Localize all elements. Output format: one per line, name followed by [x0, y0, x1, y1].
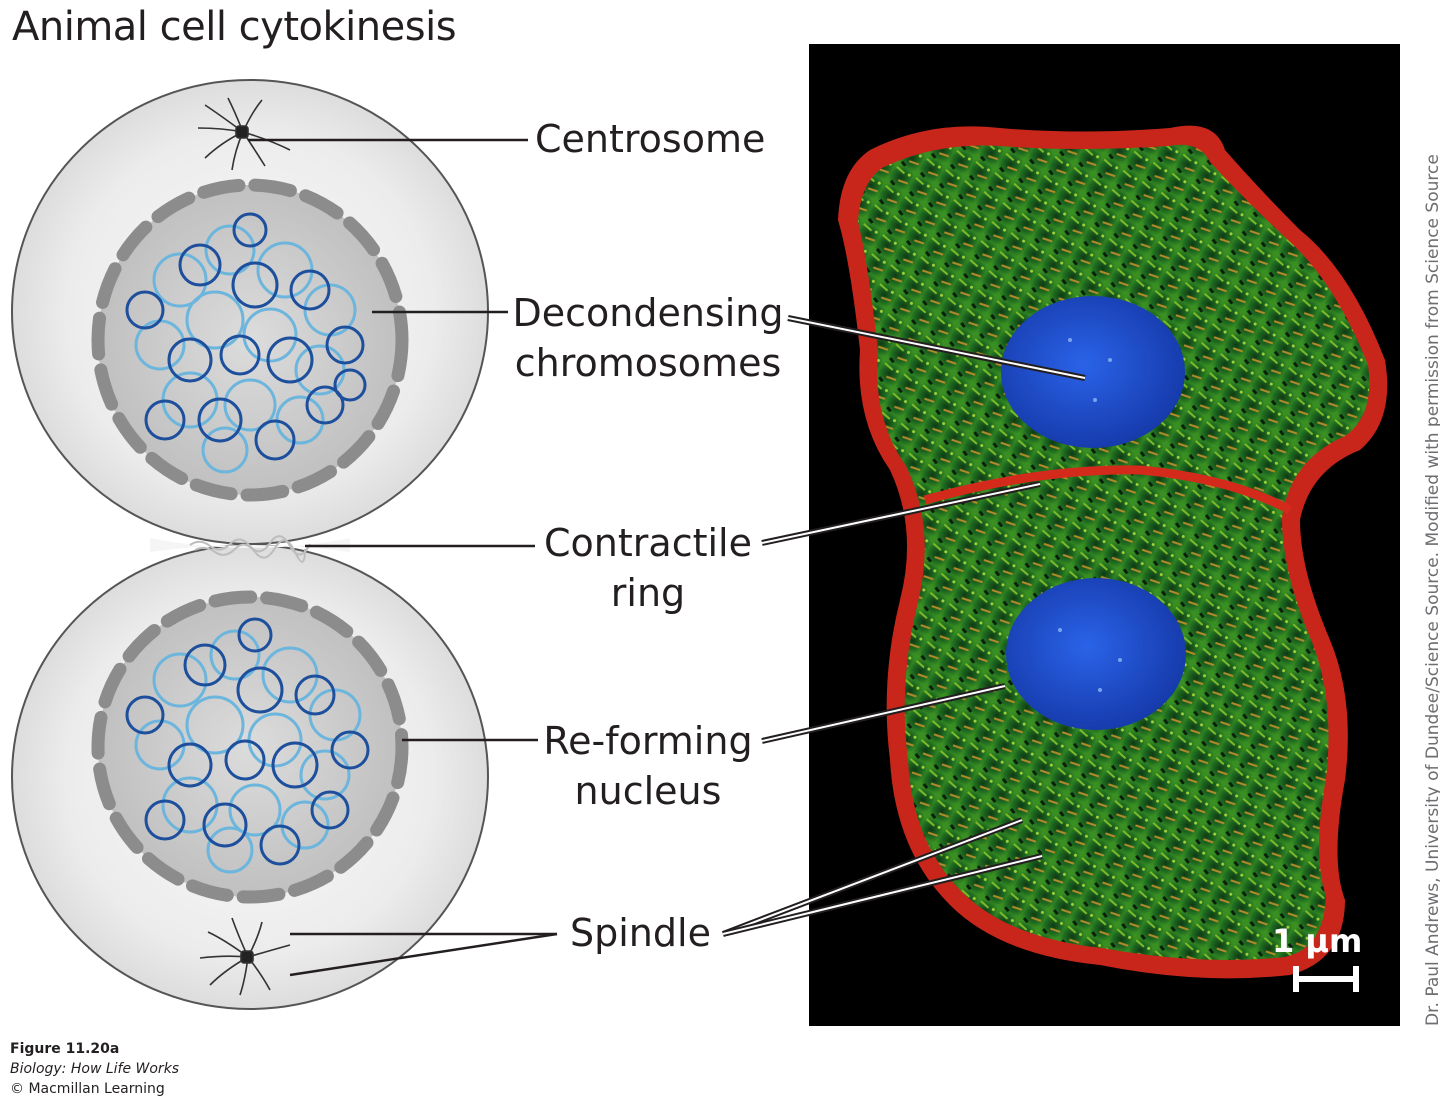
photo-credit: Dr. Paul Andrews, University of Dundee/S…: [1423, 154, 1440, 1026]
micrograph-furrow: [923, 465, 1293, 514]
contractile-line1: Contractile: [544, 521, 752, 565]
micrograph-nucleus-top: [1001, 296, 1185, 448]
micrograph-nucleus-bottom: [1006, 578, 1186, 730]
label-reforming-nucleus: Re-forming nucleus: [540, 716, 756, 816]
contractile-ring-illustration: [189, 535, 311, 563]
decondensing-line2: chromosomes: [514, 341, 782, 385]
micrograph-cytoplasm: [858, 144, 1370, 960]
scale-bar: [1293, 966, 1359, 992]
scale-bar-label: 1 μm: [1272, 922, 1363, 960]
label-decondensing-chromosomes: Decondensing chromosomes: [512, 288, 784, 388]
reforming-line1: Re-forming: [543, 719, 753, 763]
bottom-centrosome: [199, 917, 291, 996]
decondensing-line1: Decondensing: [512, 291, 784, 335]
copyright: © Macmillan Learning: [10, 1081, 165, 1097]
leader-lines: [248, 138, 558, 977]
top-chromatin: [125, 212, 367, 474]
spindle-text: Spindle: [570, 911, 711, 955]
label-spindle: Spindle: [570, 908, 711, 958]
book-title: Biology: How Life Works: [10, 1061, 180, 1077]
reforming-line2: nucleus: [574, 769, 722, 813]
contractile-line2: ring: [610, 571, 686, 615]
label-centrosome: Centrosome: [535, 114, 765, 164]
centrosome-text: Centrosome: [535, 117, 766, 161]
label-contractile-ring: Contractile ring: [540, 518, 756, 618]
figure-title: Animal cell cytokinesis: [12, 4, 457, 50]
bottom-chromatin: [125, 617, 370, 874]
figure-number: Figure 11.20a: [10, 1041, 120, 1057]
photo-leader-lines: [721, 315, 1086, 937]
